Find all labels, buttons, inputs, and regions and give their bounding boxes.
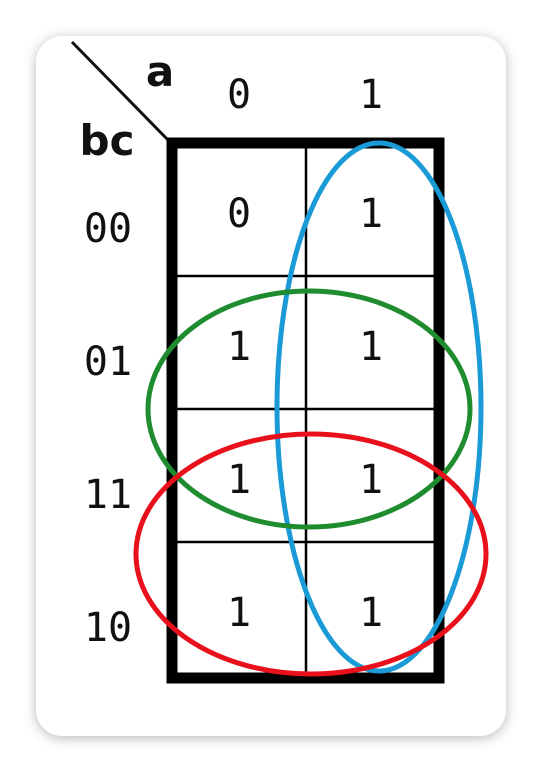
kmap-card	[36, 36, 506, 736]
row-variable-label: bc	[80, 116, 135, 165]
cell-10-1: 1	[359, 590, 383, 636]
col-variable-label: a	[146, 47, 174, 96]
cell-10-0: 1	[227, 590, 251, 636]
cell-00-1: 1	[359, 191, 383, 237]
col-header-0: 0	[227, 72, 251, 118]
row-header-00: 00	[84, 206, 132, 252]
row-header-10: 10	[84, 605, 132, 651]
cell-11-0: 1	[227, 457, 251, 503]
cell-00-0: 0	[227, 191, 251, 237]
col-header-1: 1	[359, 72, 383, 118]
row-header-01: 01	[84, 339, 132, 385]
header-diagonal	[70, 40, 170, 142]
cell-01-1: 1	[359, 324, 383, 370]
row-header-11: 11	[84, 472, 132, 518]
cell-11-1: 1	[359, 457, 383, 503]
group-ellipse-b-rows	[133, 431, 489, 677]
group-ellipse-a-column	[274, 140, 484, 674]
group-ellipse-c-rows	[145, 288, 473, 530]
cell-01-0: 1	[227, 324, 251, 370]
